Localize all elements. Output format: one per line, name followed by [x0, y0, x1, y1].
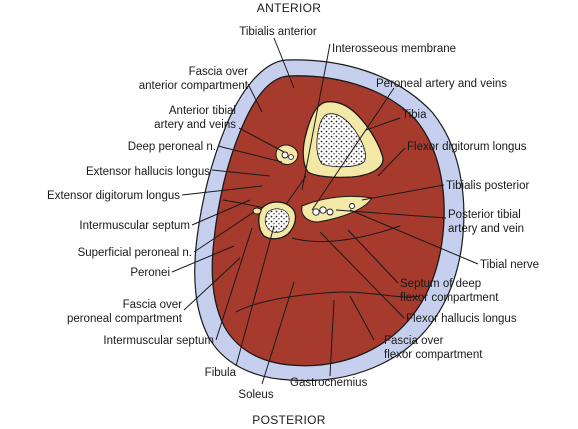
label-extensor-hallucis: Extensor hallucis longus: [86, 166, 210, 178]
fibula-marrow: [264, 208, 290, 233]
anterior-tibial-vein: [288, 154, 294, 160]
posterior-tibial-artery: [319, 206, 327, 214]
label-tibialis-anterior: Tibialis anterior: [239, 26, 317, 38]
label-superficial-peroneal: Superficial peroneal n.: [78, 247, 192, 259]
label-fascia-flexor-1: Fascia over: [384, 335, 444, 347]
superficial-peroneal-nerve: [252, 207, 262, 215]
label-tibia: Tibia: [402, 109, 427, 121]
label-soleus: Soleus: [238, 389, 273, 401]
label-extensor-digitorum: Extensor digitorum longus: [47, 190, 180, 202]
posterior-tibial-vein-2: [326, 208, 334, 216]
label-fascia-flexor-2: flexor compartment: [384, 349, 483, 361]
label-tibialis-posterior: Tibialis posterior: [446, 180, 529, 192]
posterior-tibial-vein-1: [312, 208, 320, 216]
label-posterior-tibial-2: artery and vein: [448, 223, 524, 235]
label-flexor-digitorum: Flexor digitorum longus: [407, 141, 527, 153]
label-fascia-peroneal-1: Fascia over: [123, 299, 183, 311]
label-septum-deep-2: flexor compartment: [400, 292, 499, 304]
leader-lines: [171, 37, 479, 385]
anterior-tibial-artery: [281, 151, 289, 159]
label-fibula: Fibula: [205, 367, 237, 379]
anterior-title: ANTERIOR: [257, 1, 321, 15]
label-deep-peroneal: Deep peroneal n.: [128, 141, 216, 153]
label-tibial-nerve: Tibial nerve: [480, 259, 539, 271]
tibia-marrow: [316, 113, 366, 168]
label-posterior-tibial-1: Posterior tibial: [448, 209, 521, 221]
label-fascia-anterior-2: anterior compartment: [139, 80, 249, 92]
label-intermuscular-septum-2: Intermuscular septum: [103, 335, 214, 347]
deep-fascia-line: [235, 291, 421, 313]
tibial-nerve-dot: [348, 202, 356, 210]
label-fascia-peroneal-2: peroneal compartment: [67, 313, 183, 325]
label-anterior-tibial-2: artery and veins: [154, 119, 236, 131]
label-intermuscular-septum-1: Intermuscular septum: [79, 220, 190, 232]
label-gastrocnemius: Gastrocnemius: [290, 377, 368, 389]
posterior-title: POSTERIOR: [252, 413, 325, 427]
label-septum-deep-1: Septum of deep: [400, 278, 481, 290]
label-peroneal-artery: Peroneal artery and veins: [376, 78, 507, 90]
label-fascia-anterior-1: Fascia over: [189, 66, 249, 78]
label-interosseous-membrane: Interosseous membrane: [332, 43, 456, 55]
label-peronei: Peronei: [130, 267, 170, 279]
septum-deep-flexor-line: [291, 225, 401, 243]
label-anterior-tibial-1: Anterior tibial: [169, 105, 236, 117]
label-flexor-hallucis: Flexor hallucis longus: [406, 313, 517, 325]
muscle-mass: [211, 75, 445, 367]
